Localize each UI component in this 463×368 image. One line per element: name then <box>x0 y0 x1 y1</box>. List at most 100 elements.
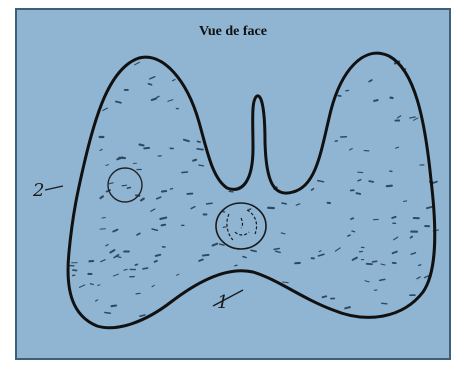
speckle <box>124 269 127 270</box>
central-follicle <box>216 203 266 249</box>
speckle <box>369 80 372 82</box>
speckle <box>369 181 373 182</box>
speckle <box>103 108 108 110</box>
speckle <box>414 118 418 120</box>
speckle <box>397 116 400 118</box>
speckle <box>417 277 420 279</box>
speckle <box>207 203 213 204</box>
speckle <box>105 313 110 314</box>
speckle <box>160 218 166 219</box>
speckle <box>319 251 321 252</box>
speckle <box>157 96 159 97</box>
speckle <box>113 230 117 232</box>
speckle <box>203 255 209 256</box>
speckle <box>373 261 377 262</box>
label-2: 2 <box>32 180 44 201</box>
speckle <box>352 231 355 232</box>
speckle <box>318 181 324 182</box>
speckle <box>220 244 224 245</box>
speckle <box>251 250 256 251</box>
speckle <box>374 100 377 101</box>
central-follicle-inner-lines <box>227 210 257 240</box>
speckle <box>410 117 415 118</box>
speckle <box>323 296 327 297</box>
speckle <box>248 209 250 210</box>
speckle <box>155 261 157 262</box>
speckle <box>191 207 195 209</box>
speckle <box>229 191 233 192</box>
speckle <box>140 315 145 316</box>
speckle <box>199 165 204 166</box>
speckle <box>135 264 137 265</box>
speckle <box>365 281 369 282</box>
speckle <box>351 218 353 219</box>
speckle <box>199 260 203 261</box>
speckle <box>149 84 152 85</box>
speckle <box>184 140 189 142</box>
speckle <box>90 284 93 285</box>
speckle <box>177 274 179 275</box>
speckle <box>150 77 155 79</box>
gland-outline <box>68 53 435 328</box>
label-2-leader <box>45 186 63 190</box>
speckle <box>79 285 84 288</box>
speckle <box>274 249 279 250</box>
speckle <box>283 282 289 283</box>
speckle <box>353 258 357 260</box>
speckle <box>100 149 102 150</box>
speckle <box>312 189 314 190</box>
speckle <box>162 191 166 192</box>
speckle <box>404 201 407 202</box>
speckle <box>410 237 412 238</box>
speckle <box>135 62 140 65</box>
speckle <box>144 148 149 149</box>
speckle <box>394 237 398 240</box>
speckle <box>101 260 106 262</box>
speckle <box>152 99 156 100</box>
speckle <box>100 196 102 198</box>
speckle <box>143 268 148 269</box>
speckle <box>173 80 175 81</box>
speckle <box>127 188 130 189</box>
speckle <box>380 279 385 280</box>
speckle <box>411 253 415 255</box>
speckle <box>96 300 98 301</box>
speckle <box>168 100 173 102</box>
speckle <box>356 193 360 194</box>
speckle <box>213 244 218 246</box>
speckle <box>319 254 324 256</box>
speckle <box>102 218 105 219</box>
speckle <box>151 209 155 211</box>
speckle <box>112 306 117 307</box>
speckle <box>348 235 350 236</box>
diagram-frame: Vue de face 1 2 <box>15 8 451 360</box>
speckle <box>296 204 300 205</box>
speckle <box>106 165 109 166</box>
speckle <box>345 307 350 308</box>
speckle <box>335 248 340 251</box>
speckle <box>106 245 108 246</box>
speckle <box>393 252 397 254</box>
speckle <box>235 265 237 266</box>
speckle <box>156 255 160 256</box>
speckle <box>162 225 166 226</box>
speckle <box>140 145 144 146</box>
speckle <box>170 189 172 190</box>
speckle <box>141 199 144 201</box>
speckle <box>396 147 399 148</box>
speckle <box>122 185 127 186</box>
speckle <box>243 257 246 258</box>
speckle <box>381 264 385 265</box>
speckle <box>116 102 121 103</box>
thyroid-drawing: 1 2 <box>17 10 451 360</box>
speckle <box>350 149 353 151</box>
speckle <box>110 250 114 252</box>
speckle <box>358 180 361 181</box>
speckle <box>427 207 431 208</box>
speckle <box>137 233 140 234</box>
speckle <box>419 265 421 266</box>
speckle <box>117 256 121 257</box>
speckle <box>281 233 285 234</box>
speckle <box>282 203 286 204</box>
speckle <box>276 251 281 252</box>
